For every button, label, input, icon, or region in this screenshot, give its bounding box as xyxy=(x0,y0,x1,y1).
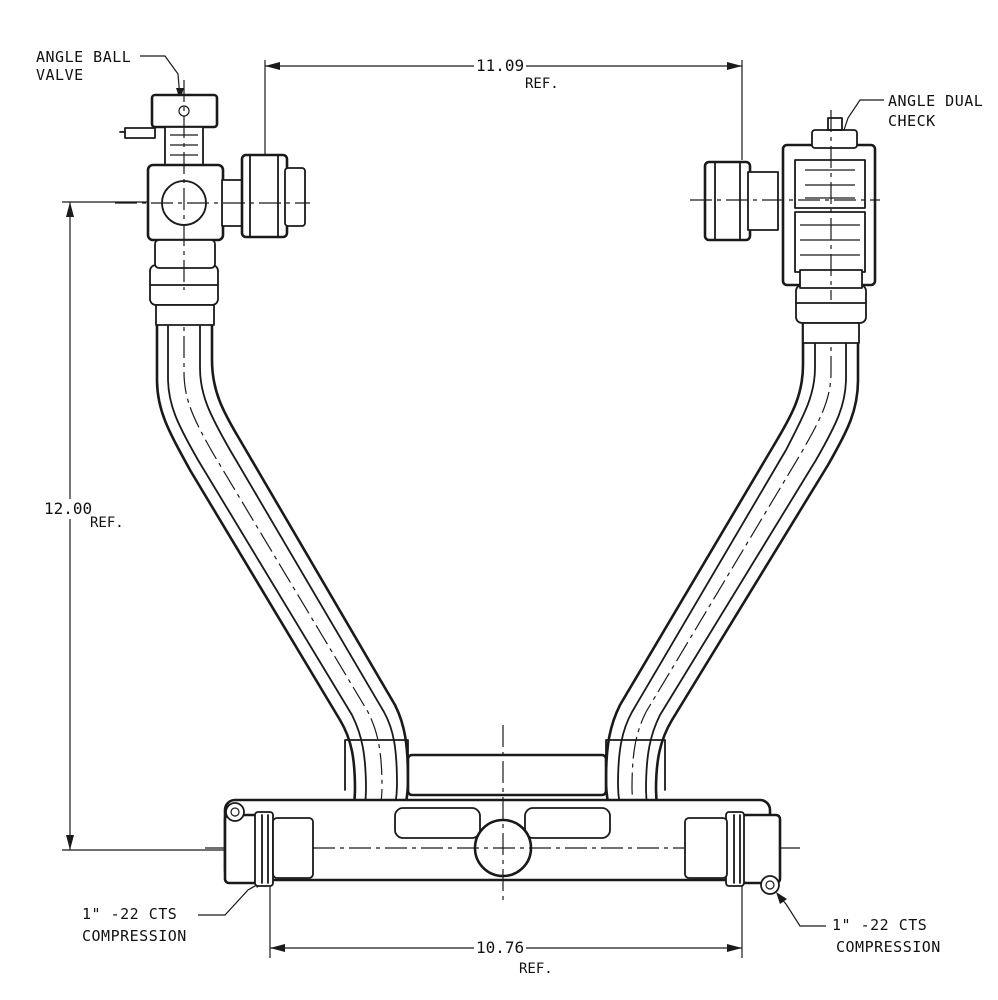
angle-ball-valve-label-line2: VALVE xyxy=(36,66,84,84)
left-compression-label-line2: COMPRESSION xyxy=(82,927,187,945)
right-riser-pipe xyxy=(604,284,867,862)
bottom-manifold xyxy=(205,725,800,900)
angle-dual-check xyxy=(690,110,880,300)
left-compression-label-line1: 1" -22 CTS xyxy=(82,905,178,923)
top-width-dimension: 11.09 xyxy=(474,56,527,75)
angle-ball-valve xyxy=(115,80,310,290)
right-compression-label-line1: 1" -22 CTS xyxy=(832,916,928,934)
angle-dual-check-label-line1: ANGLE DUAL xyxy=(888,92,984,110)
top-width-ref: REF. xyxy=(525,76,559,92)
height-dimension-line xyxy=(62,201,225,851)
angle-ball-valve-label-line1: ANGLE BALL xyxy=(36,48,132,66)
height-ref: REF. xyxy=(90,515,124,531)
right-compression-label-line2: COMPRESSION xyxy=(836,938,941,956)
height-dimension: 12.00 xyxy=(44,499,93,519)
bottom-width-dimension: 10.76 xyxy=(474,938,527,957)
left-riser-pipe xyxy=(149,264,410,862)
angle-dual-check-label-line2: CHECK xyxy=(888,112,936,130)
top-dimension-line xyxy=(264,60,743,160)
bottom-width-ref: REF. xyxy=(519,961,553,977)
